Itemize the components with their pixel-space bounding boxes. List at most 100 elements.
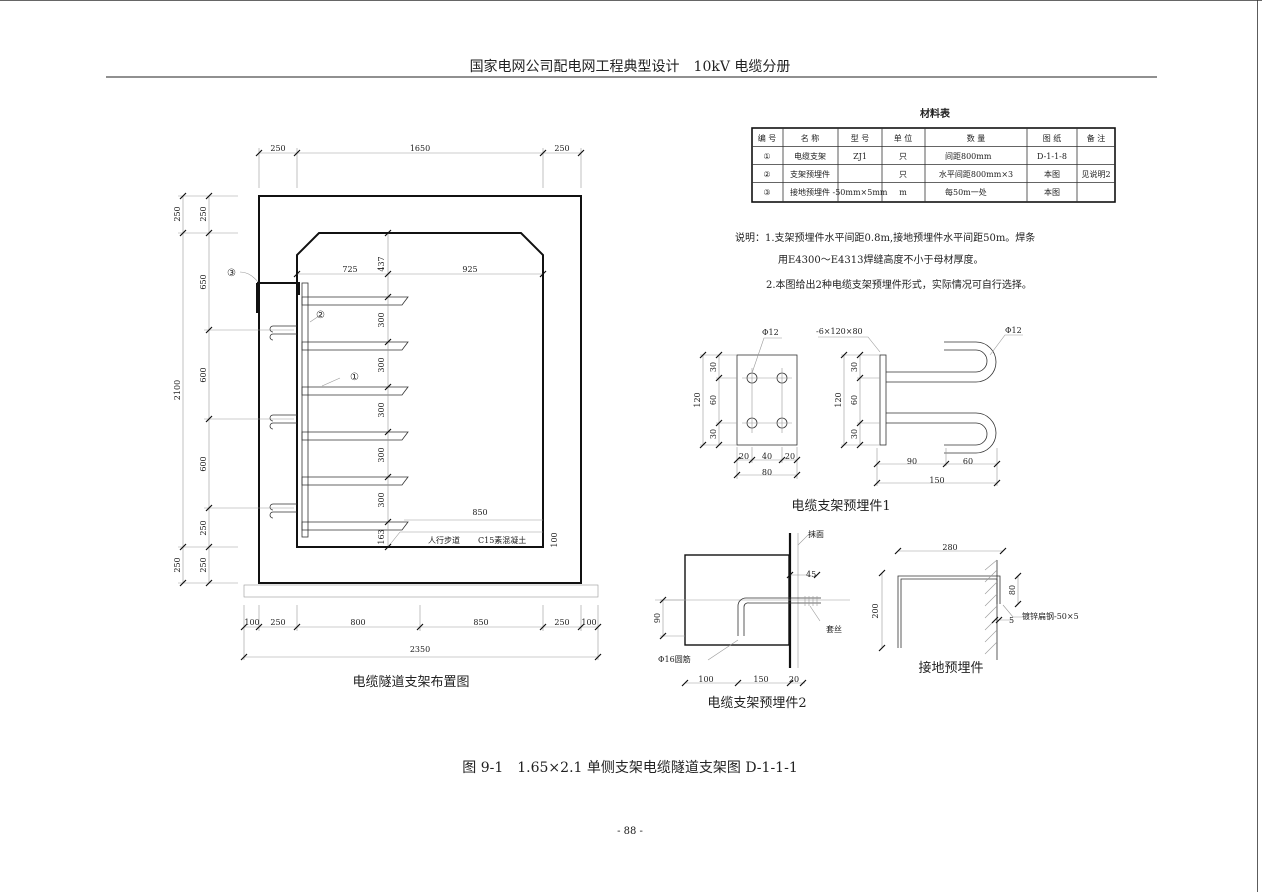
note-line: 2.本图给出2种电缆支架预埋件形式，实际情况可自行选择。 [766, 278, 1032, 291]
plate-side [879, 354, 887, 446]
dim-left-inner: 600 [199, 456, 208, 471]
dim-850: 850 [472, 508, 487, 517]
svg-text:间距800mm: 间距800mm [945, 152, 992, 161]
rebar [737, 597, 821, 636]
rebar-label: Φ16圆筋 [658, 654, 691, 664]
dim-bottom: 850 [473, 618, 488, 627]
svg-text:见说明2: 见说明2 [1081, 169, 1110, 179]
svg-text:80: 80 [1008, 585, 1017, 595]
support-channel [301, 282, 309, 538]
svg-text:120: 120 [693, 392, 702, 407]
tunnel-inner-wall [296, 232, 544, 548]
svg-text:20: 20 [785, 452, 795, 461]
dim-top-right: 250 [554, 144, 569, 153]
dim-left-inner: 250 [199, 557, 208, 572]
table-title: 材料表 [920, 107, 951, 120]
detail2-caption: 电缆支架预埋件2 [707, 695, 806, 711]
svg-text:数 量: 数 量 [967, 133, 986, 143]
dim-bottom: 250 [554, 618, 569, 627]
surface-label: 抹面 [808, 529, 824, 539]
table-header-row: 编 号 名 称 型 号 单 位 数 量 图 纸 备 注 [758, 133, 1106, 143]
support-embeds [269, 325, 297, 519]
table-row: ① 电缆支架 ZJ1 只 间距800mm D-1-1-8 [763, 151, 1067, 161]
dim-left-inner: 600 [199, 367, 208, 382]
dim-437: 437 [377, 256, 386, 271]
svg-text:80: 80 [762, 468, 772, 477]
material-table: 材料表 编 号 名 称 型 号 单 位 数 量 图 纸 备 注 ① 电缆支架 Z… [751, 107, 1116, 203]
dim-left-inner: 650 [199, 274, 208, 289]
svg-text:备 注: 备 注 [1087, 133, 1106, 143]
svg-text:名 称: 名 称 [801, 133, 820, 143]
svg-text:30: 30 [709, 362, 718, 372]
svg-text:型 号: 型 号 [851, 134, 870, 143]
svg-text:-50mm×5mm: -50mm×5mm [832, 188, 887, 197]
figure-title: 图 9-1 1.65×2.1 单侧支架电缆隧道支架图 D-1-1-1 [462, 760, 797, 776]
svg-text:m: m [899, 188, 907, 197]
dim-left-outer: 2100 [173, 380, 182, 400]
svg-text:60: 60 [850, 395, 859, 405]
dim-725: 725 [342, 265, 357, 274]
svg-text:只: 只 [899, 170, 907, 179]
svg-text:120: 120 [834, 392, 843, 407]
svg-text:100: 100 [698, 675, 713, 684]
svg-text:图 纸: 图 纸 [1043, 133, 1062, 143]
tunnel-layout-drawing: ② ① ③ 人行步道 C15素混凝土 850 100 250 1650 250 … [173, 144, 602, 690]
notes: 说明：1.支架预埋件水平间距0.8m,接地预埋件水平间距50m。焊条 用E430… [735, 231, 1035, 291]
svg-text:②: ② [763, 170, 770, 179]
svg-text:60: 60 [963, 457, 973, 466]
dim-bottom: 100 [581, 618, 596, 627]
svg-text:电缆支架: 电缆支架 [794, 151, 826, 161]
svg-text:40: 40 [762, 452, 772, 461]
svg-text:本图: 本图 [1044, 187, 1060, 197]
layout-caption: 电缆隧道支架布置图 [352, 674, 469, 690]
svg-text:150: 150 [929, 476, 944, 485]
dim-163: 163 [377, 529, 386, 544]
grounding-detail: 280 200 80 5 镀锌扁钢-50×5 接地预埋件 [871, 543, 1079, 676]
dim-bottom: 100 [244, 618, 259, 627]
dim-left-inner: 250 [199, 520, 208, 535]
dim-spacing: 300 [377, 447, 386, 462]
table-row: ③ 接地预埋件 -50mm×5mm m 每50m一处 本图 [763, 187, 1060, 197]
embed-detail-2: 抹面 套丝 Φ16圆筋 45 90 100 150 20 电缆支架预埋件2 [653, 529, 850, 711]
detail1-caption: 电缆支架预埋件1 [791, 498, 890, 514]
ground-cushion [243, 584, 599, 598]
svg-text:③: ③ [763, 188, 770, 197]
tunnel-outer-wall [258, 195, 582, 584]
dim-spacing: 300 [377, 312, 386, 327]
note-line: 用E4300～E4313焊缝高度不小于母材厚度。 [778, 253, 984, 266]
wall-hatch [984, 559, 998, 655]
marker-2: ② [316, 310, 325, 321]
svg-text:150: 150 [753, 675, 768, 684]
svg-text:支架预埋件: 支架预埋件 [790, 169, 830, 179]
note-line: 说明：1.支架预埋件水平间距0.8m,接地预埋件水平间距50m。焊条 [735, 231, 1035, 244]
svg-text:30: 30 [850, 362, 859, 372]
svg-text:60: 60 [709, 395, 718, 405]
grounding-embed [256, 282, 300, 313]
marker-1: ① [350, 372, 359, 383]
header-title: 国家电网公司配电网工程典型设计 10kV 电缆分册 [470, 58, 791, 75]
dim-spacing: 300 [377, 492, 386, 507]
svg-text:20: 20 [789, 675, 799, 684]
svg-text:200: 200 [871, 603, 880, 618]
plate-label: -6×120×80 [816, 327, 863, 336]
svg-text:30: 30 [850, 429, 859, 439]
svg-text:单 位: 单 位 [894, 133, 913, 143]
cable-shelves [301, 296, 409, 531]
steel-label: 镀锌扁钢-50×5 [1022, 611, 1079, 621]
page-number: - 88 - [617, 826, 643, 837]
marker-3: ③ [227, 268, 236, 279]
plate-front [736, 354, 798, 446]
svg-text:90: 90 [653, 613, 662, 623]
dim-bottom: 800 [350, 618, 365, 627]
dim-top-mid: 1650 [410, 144, 430, 153]
hole-label: Φ12 [762, 328, 779, 337]
svg-text:本图: 本图 [1044, 169, 1060, 179]
svg-text:D-1-1-8: D-1-1-8 [1037, 152, 1067, 161]
svg-text:30: 30 [709, 429, 718, 439]
walkway-label: 人行步道 [428, 535, 460, 545]
svg-text:5: 5 [1009, 616, 1014, 625]
thread-label: 套丝 [826, 624, 842, 634]
svg-text:接地预埋件: 接地预埋件 [790, 187, 830, 197]
svg-text:每50m一处: 每50m一处 [945, 187, 987, 197]
